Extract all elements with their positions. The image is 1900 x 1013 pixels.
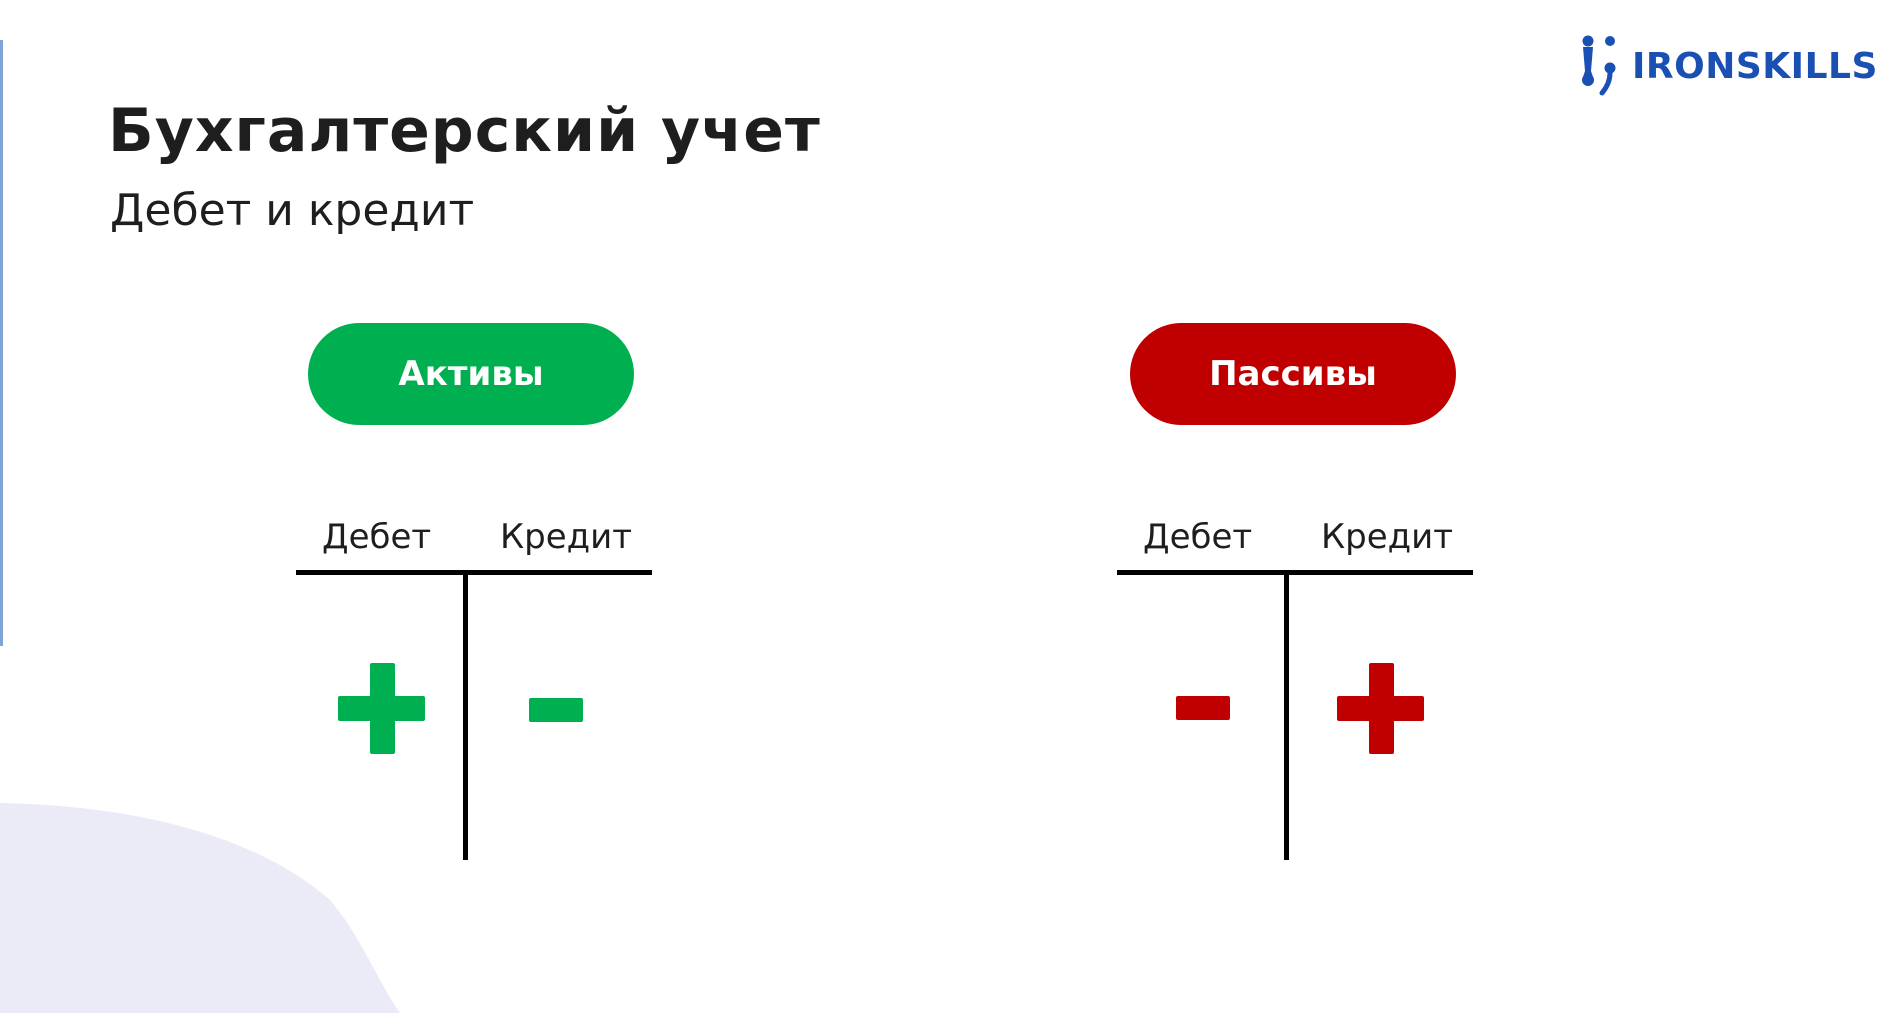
minus-icon [529,698,583,722]
page-subtitle: Дебет и кредит [110,185,475,236]
liabilities-badge: Пассивы [1130,323,1456,425]
assets-badge: Активы [308,323,634,425]
assets-t-account: Дебет Кредит [296,515,652,860]
left-edge-strip [0,40,3,646]
logo-text: IRONSKILLS [1632,45,1878,87]
plus-icon [1337,663,1424,754]
liabilities-debit-label: Дебет [1143,517,1253,557]
liabilities-badge-label: Пассивы [1209,354,1377,394]
plus-icon [338,663,425,754]
minus-icon [1176,696,1230,720]
brand-logo: IRONSKILLS [1576,33,1878,99]
page-title: Бухгалтерский учет [108,96,821,166]
t-account-vertical-line [463,572,468,860]
assets-debit-label: Дебет [322,517,432,557]
liabilities-credit-label: Кредит [1321,517,1454,557]
t-account-vertical-line [1284,572,1289,860]
assets-credit-label: Кредит [500,517,633,557]
assets-badge-label: Активы [398,354,544,394]
ironskills-logo-icon [1582,35,1616,96]
t-account-horizontal-line [1117,570,1473,575]
liabilities-t-account: Дебет Кредит [1117,515,1473,860]
t-account-horizontal-line [296,570,652,575]
